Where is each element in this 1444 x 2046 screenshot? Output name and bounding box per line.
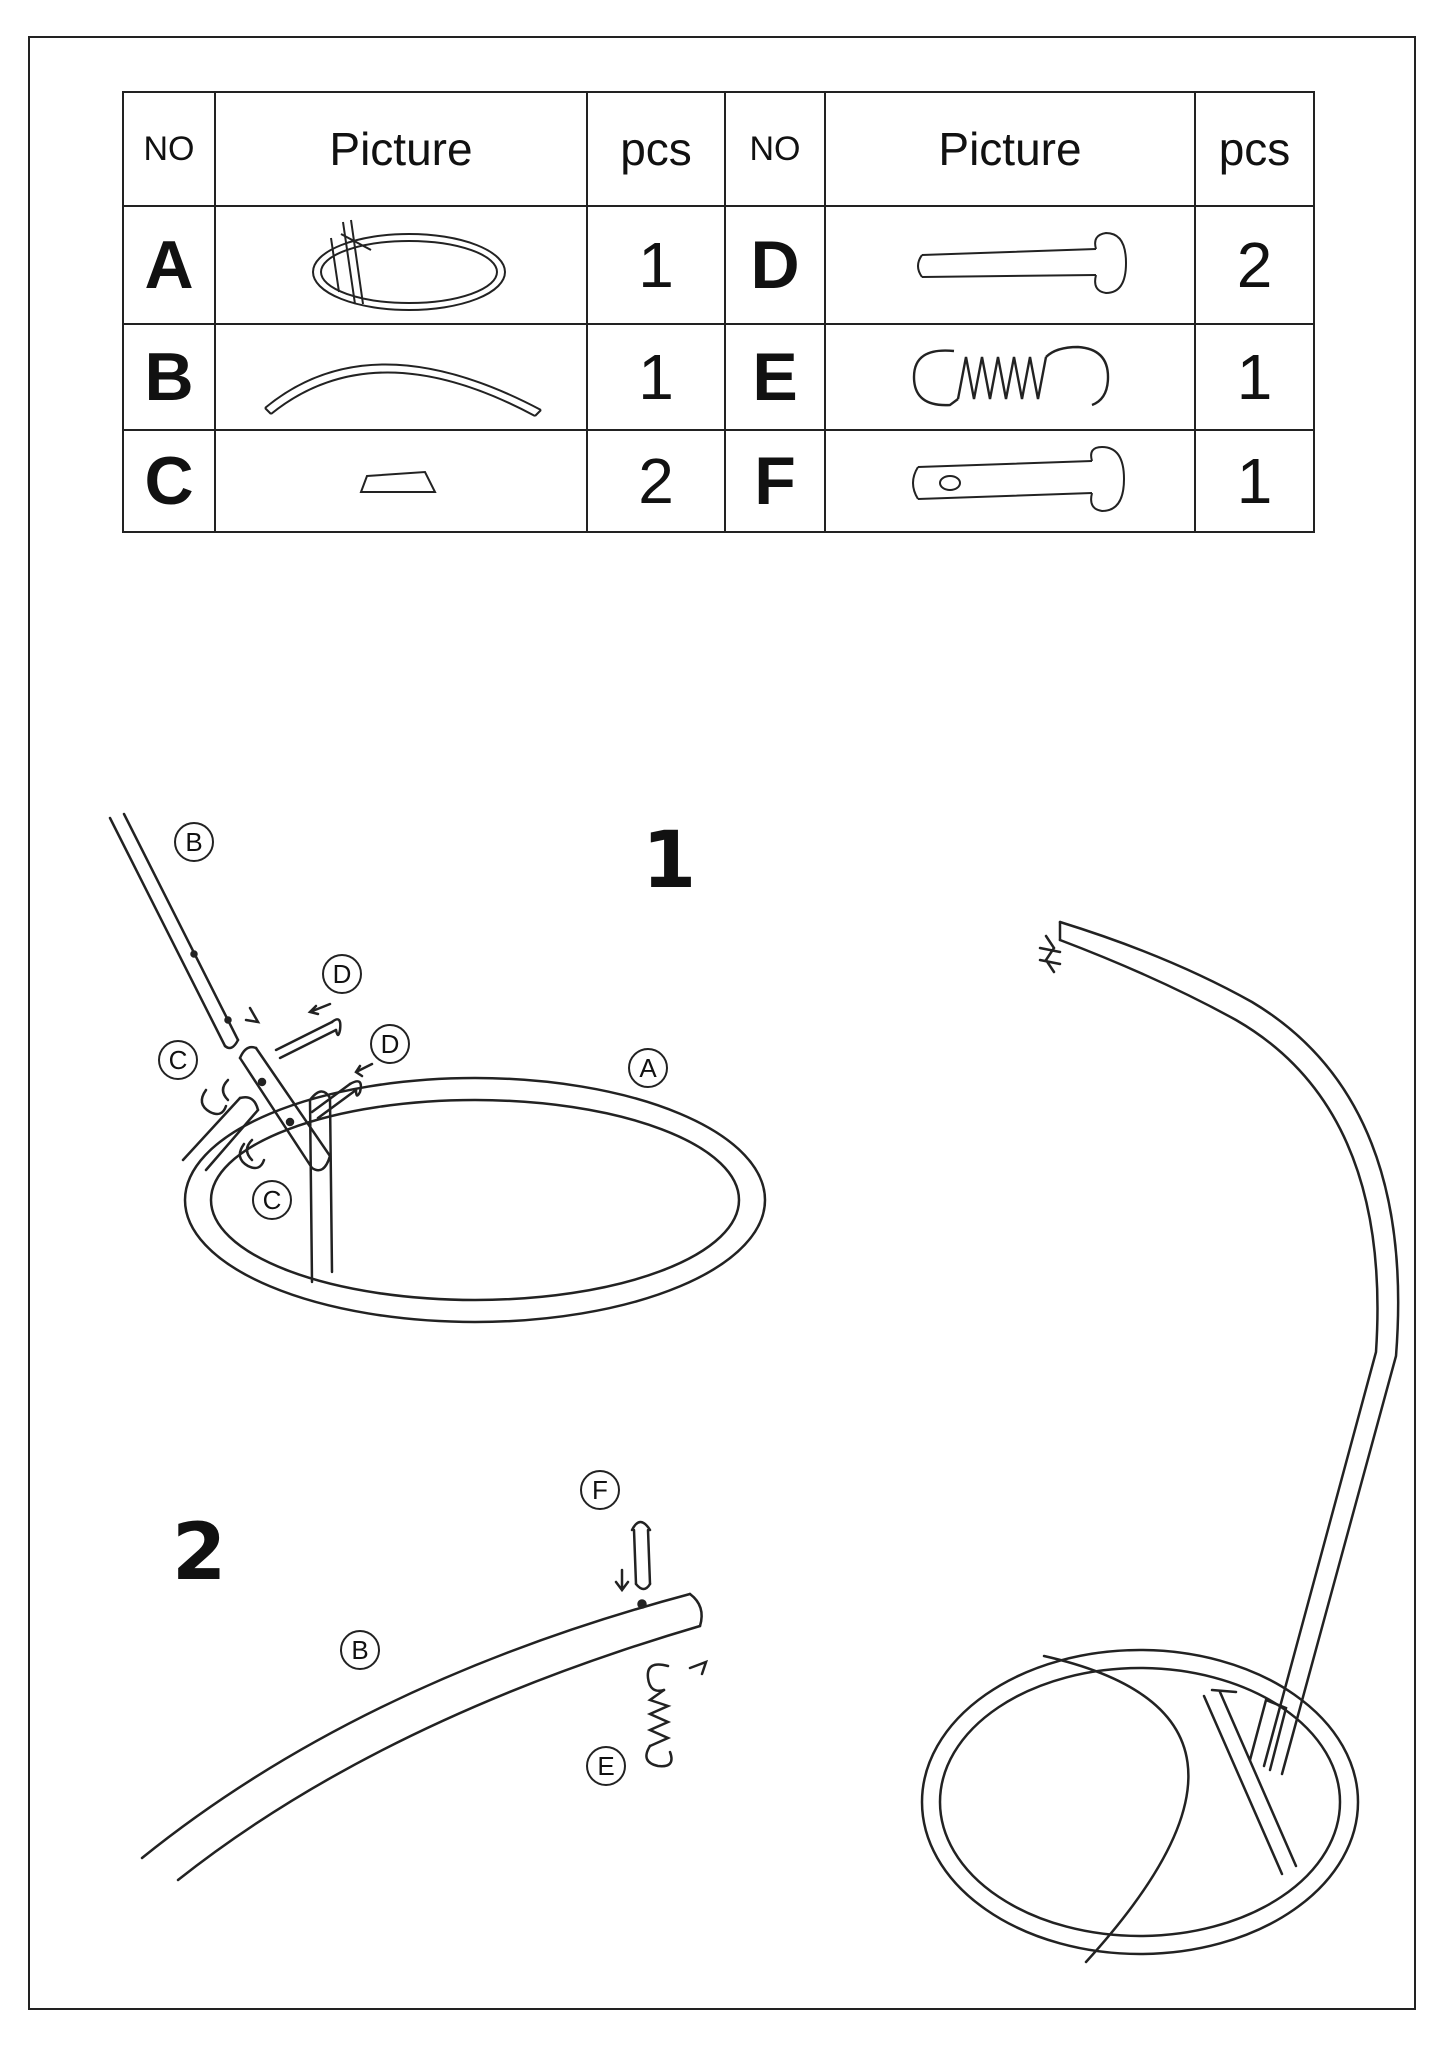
part-quantity: 1 [1194,429,1315,533]
part-quantity: 1 [1194,323,1315,431]
step1-caps-drawing [200,1088,266,1170]
part-callout: C [158,1040,198,1080]
part-picture [214,323,588,431]
part-letter: E [724,323,826,431]
step-number: 1 [642,816,697,906]
step-number: 2 [172,1508,227,1598]
table-row: A 1 D 2 [122,205,1315,325]
hoop-base-icon [312,219,506,311]
step2-spring-drawing [645,1659,709,1768]
part-picture [824,429,1196,533]
bolt-icon [917,231,1128,295]
part-quantity: 2 [586,429,726,533]
part-callout: C [252,1180,292,1220]
step2-pole-drawing [140,1592,703,1882]
spring-hook-icon [912,345,1110,407]
header-no: NO [724,91,826,207]
part-callout: B [340,1630,380,1670]
parts-table: NO Picture pcs NO Picture pcs A 1 D [122,91,1315,533]
step1-pole-drawing [108,812,261,1050]
header-picture: Picture [214,91,588,207]
header-pcs: pcs [586,91,726,207]
part-callout: B [174,822,214,862]
step1-hoop-base-drawing [181,1045,767,1324]
header-no: NO [122,91,216,207]
part-callout: F [580,1470,620,1510]
assembled-stand-drawing [920,920,1400,1964]
part-callout: E [586,1746,626,1786]
table-row: B 1 E 1 [122,323,1315,431]
step2-pin-drawing [614,1520,652,1593]
header-picture: Picture [824,91,1196,207]
part-picture [824,323,1196,431]
table-row: C 2 F 1 [122,429,1315,533]
part-quantity: 1 [586,323,726,431]
part-letter: A [122,205,216,325]
curved-pole-icon [264,363,542,417]
part-callout: A [628,1048,668,1088]
part-letter: B [122,323,216,431]
parts-table-header-row: NO Picture pcs NO Picture pcs [122,91,1315,207]
part-quantity: 2 [1194,205,1315,325]
part-picture [214,429,588,533]
part-letter: D [724,205,826,325]
part-letter: C [122,429,216,533]
part-picture [824,205,1196,325]
part-picture [214,205,588,325]
part-quantity: 1 [586,205,726,325]
header-pcs: pcs [1194,91,1315,207]
part-letter: F [724,429,826,533]
part-callout: D [370,1024,410,1064]
page-border [28,36,1416,2010]
cap-icon [359,470,437,493]
step1-bolts-drawing [274,1002,374,1120]
part-callout: D [322,954,362,994]
pin-icon [912,445,1126,513]
